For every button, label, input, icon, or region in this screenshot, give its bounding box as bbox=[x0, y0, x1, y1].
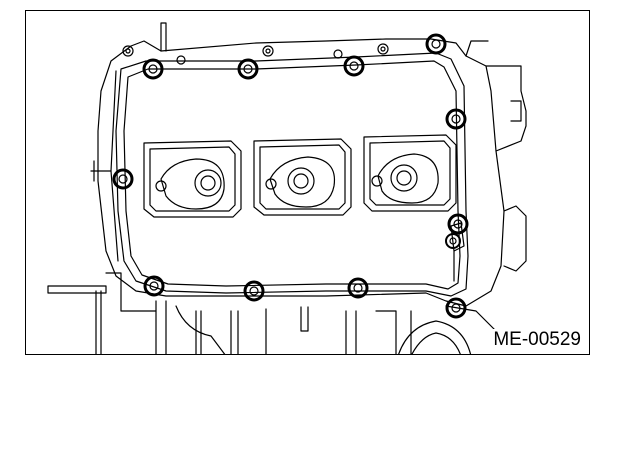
bolt-2 bbox=[237, 58, 259, 80]
bolt-10 bbox=[347, 277, 369, 299]
cylinder-head-drawing bbox=[47, 22, 527, 354]
bolt-3 bbox=[343, 55, 365, 77]
figure-code-label: ME-00529 bbox=[491, 329, 583, 351]
bolt-4 bbox=[425, 33, 447, 55]
bolt-5 bbox=[445, 108, 467, 130]
access-port-center bbox=[253, 138, 352, 216]
bolt-6 bbox=[112, 168, 134, 190]
cover-bolts bbox=[112, 33, 469, 319]
valve-cover-gasket bbox=[115, 52, 469, 297]
engine-illustration: ME-00529 bbox=[25, 10, 590, 355]
bolt-8 bbox=[143, 275, 165, 297]
bolt-9 bbox=[243, 280, 265, 302]
access-port-left bbox=[143, 140, 242, 218]
bolt-12 bbox=[445, 233, 461, 249]
bolt-11 bbox=[445, 297, 467, 319]
bolt-1 bbox=[142, 58, 164, 80]
access-port-right bbox=[363, 134, 457, 212]
bolt-7 bbox=[447, 213, 469, 235]
mounting-bosses bbox=[122, 43, 465, 282]
engine-block-outline bbox=[47, 272, 497, 354]
cylinder-head-outline bbox=[90, 22, 527, 307]
